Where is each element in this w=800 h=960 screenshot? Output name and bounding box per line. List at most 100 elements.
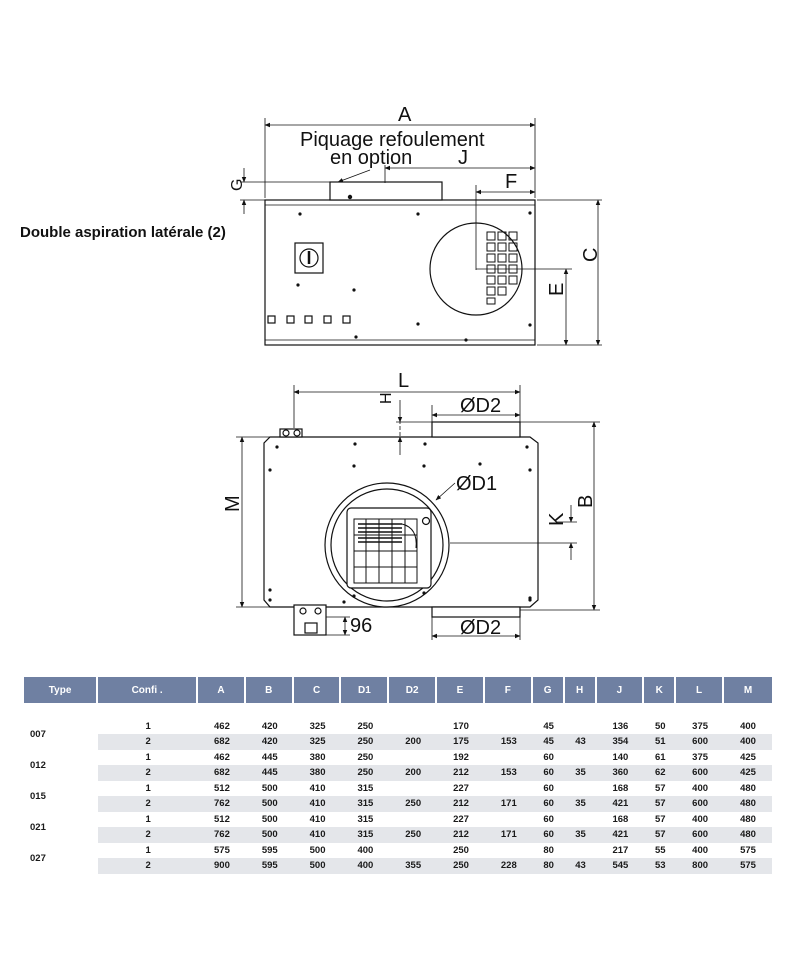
table-cell: 400 [724,734,772,750]
table-cell: 425 [724,765,772,781]
table-cell: 136 [596,718,645,734]
table-cell: 57 [644,780,677,796]
table-cell [484,718,533,734]
table-cell: 315 [341,811,390,827]
table-cell: 153 [484,765,533,781]
technical-drawing: A Piquage refoulement en option J F G C … [222,104,602,640]
table-cell: 315 [341,780,390,796]
table-cell: 762 [198,796,246,812]
table-cell: 153 [484,734,533,750]
table-cell: 500 [293,858,342,874]
dim-label-a: A [398,104,412,126]
table-cell: 400 [676,842,725,858]
table-cell: 55 [644,842,677,858]
table-cell [564,780,597,796]
table-cell: 1 [98,780,199,796]
table-cell: 325 [293,718,342,734]
table-cell: 250 [437,842,485,858]
dim-label-c: C [580,248,602,262]
table-cell: 2 [98,858,199,874]
table-cell [564,718,597,734]
column-header-g: G [532,677,565,703]
table-cell: 250 [341,765,390,781]
table-cell: 2 [98,796,199,812]
column-header-b: B [245,677,294,703]
table-cell: 60 [532,780,565,796]
table-cell: 462 [198,749,246,765]
table-cell: 250 [389,827,438,843]
column-header-l: L [676,677,725,703]
table-cell: 62 [644,765,677,781]
table-cell [564,811,597,827]
column-header-f: F [484,677,533,703]
table-cell: 35 [564,796,597,812]
configuration-caption: Double aspiration latérale (2) [20,224,226,241]
table-cell: 43 [564,734,597,750]
table-cell: 51 [644,734,677,750]
top-view [240,118,602,346]
table-cell: 227 [437,811,485,827]
table-cell: 410 [293,811,342,827]
table-cell: 57 [644,811,677,827]
table-cell: 575 [724,858,772,874]
table-cell: 315 [341,827,390,843]
table-cell: 400 [341,842,390,858]
table-cell: 212 [437,765,485,781]
column-header-e: E [437,677,485,703]
table-cell: 35 [564,827,597,843]
table-cell: 2 [98,765,199,781]
column-header-c: C [293,677,342,703]
table-cell: 400 [724,718,772,734]
dim-label-j: J [458,147,468,169]
column-header-m: M [724,677,772,703]
table-cell: 400 [676,780,725,796]
table-cell: 512 [198,780,246,796]
dim-label-e: E [546,283,568,296]
table-cell: 800 [676,858,725,874]
table-cell: 375 [676,718,725,734]
table-cell: 512 [198,811,246,827]
table-cell: 600 [676,796,725,812]
table-cell: 354 [596,734,645,750]
table-cell: 60 [532,827,565,843]
table-cell: 212 [437,796,485,812]
table-cell: 360 [596,765,645,781]
table-cell: 1 [98,811,199,827]
column-header-d1: D1 [341,677,390,703]
table-cell: 2 [98,734,199,750]
piquage-label-line2: en option [330,147,412,169]
table-cell: 400 [676,811,725,827]
table-cell: 410 [293,796,342,812]
fan-guard-grid [353,518,418,584]
table-cell: 545 [596,858,645,874]
table-cell: 200 [389,765,438,781]
table-cell: 575 [198,842,246,858]
table-cell: 45 [532,734,565,750]
table-cell: 480 [724,796,772,812]
dim-label-g: G [229,179,246,191]
table-cell: 57 [644,796,677,812]
dim-label-d2-bottom: ØD2 [460,617,501,639]
table-cell: 380 [293,765,342,781]
front-view [236,385,600,640]
dim-label-d2-top: ØD2 [460,395,501,417]
table-cell: 80 [532,842,565,858]
table-cell: 61 [644,749,677,765]
table-cell: 171 [484,827,533,843]
table-cell: 171 [484,796,533,812]
table-cell [564,749,597,765]
table-cell: 227 [437,780,485,796]
table-cell: 421 [596,796,645,812]
table-cell: 1 [98,749,199,765]
bottom-outlet-spigot [431,606,521,618]
table-cell: 170 [437,718,485,734]
column-header-h: H [564,677,597,703]
table-cell: 50 [644,718,677,734]
top-outlet-spigot [431,421,521,438]
